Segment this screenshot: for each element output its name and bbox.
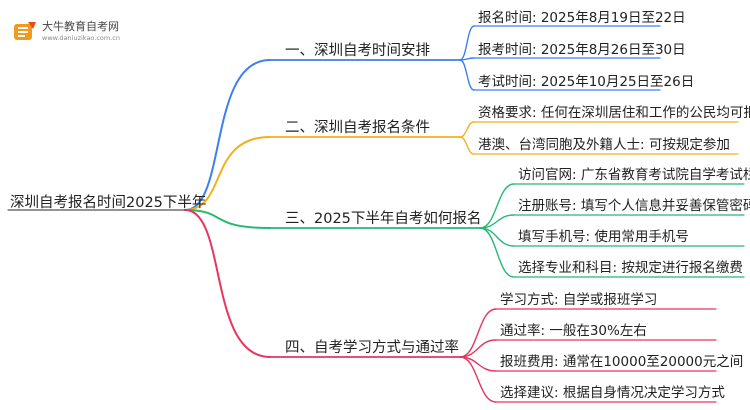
leaf-study-method: 学习方式: 自学或报班学习 <box>500 292 658 308</box>
leaf-eligibility-general: 资格要求: 任何在深圳居住和工作的公民均可报名 <box>478 105 750 121</box>
leaf-connector-1-1 <box>459 136 475 155</box>
leaf-schedule-apply: 报考时间: 2025年8月26日至30日 <box>478 42 686 58</box>
branch-connector-3 <box>184 209 271 358</box>
branch-connector-0 <box>184 59 271 211</box>
branch-registration: 三、2025下半年自考如何报名 <box>285 211 482 227</box>
root-topic: 深圳自考报名时间2025下半年 <box>10 195 207 211</box>
leaf-connector-2-3 <box>479 227 515 278</box>
leaf-connector-0-2 <box>459 59 475 91</box>
branch-schedule: 一、深圳自考时间安排 <box>285 43 430 59</box>
leaf-connector-3-1 <box>459 339 497 358</box>
leaf-connector-3-0 <box>459 308 497 358</box>
leaf-study-fee: 报班费用: 通常在10000至20000元之间 <box>500 354 744 370</box>
leaf-connector-0-0 <box>459 25 475 61</box>
logo-book-icon <box>14 22 36 40</box>
leaf-reg-phone: 填写手机号: 使用常用手机号 <box>518 229 689 245</box>
leaf-reg-website: 访问官网: 广东省教育考试院自学考试栏目 <box>518 167 750 183</box>
branch-connector-1 <box>184 136 271 211</box>
leaf-connector-2-2 <box>479 227 515 247</box>
branch-connector-2 <box>184 209 271 229</box>
leaf-connector-1-0 <box>459 121 475 138</box>
logo-site-url: www.daniuzikao.com.cn <box>42 34 120 42</box>
branch-eligibility: 二、深圳自考报名条件 <box>285 120 430 136</box>
leaf-schedule-signup: 报名时间: 2025年8月19日至22日 <box>478 10 686 26</box>
leaf-connector-2-0 <box>479 183 515 229</box>
leaf-schedule-exam: 考试时间: 2025年10月25日至26日 <box>478 74 695 90</box>
leaf-reg-account: 注册账号: 填写个人信息并妥善保管密码 <box>518 198 750 214</box>
leaf-connector-3-3 <box>459 356 497 403</box>
logo-site-name: 大牛教育自考网 <box>42 20 119 33</box>
branch-study: 四、自考学习方式与通过率 <box>285 340 459 356</box>
leaf-reg-subject: 选择专业和科目: 按规定进行报名缴费 <box>518 260 743 276</box>
leaf-eligibility-foreign: 港澳、台湾同胞及外籍人士: 可按规定参加 <box>478 137 730 153</box>
leaf-study-passrate: 通过率: 一般在30%左右 <box>500 323 647 339</box>
leaf-study-advice: 选择建议: 根据自身情况决定学习方式 <box>500 385 725 401</box>
site-logo: 大牛教育自考网 www.daniuzikao.com.cn <box>12 18 142 46</box>
